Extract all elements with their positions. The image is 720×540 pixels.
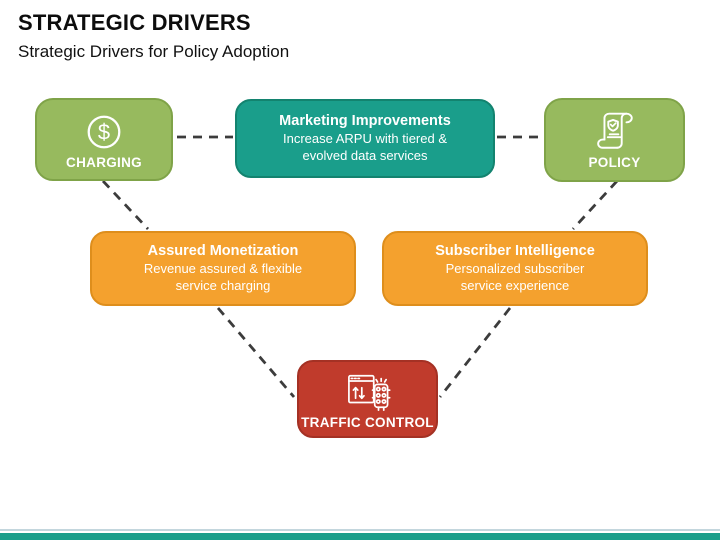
traffic-light-icon [347, 374, 391, 411]
node-assured-monetization[interactable]: Assured Monetization Revenue assured & f… [90, 231, 356, 306]
node-traffic-label: TRAFFIC CONTROL [301, 414, 434, 430]
node-marketing-desc-line1: Increase ARPU with tiered & [282, 131, 448, 147]
node-charging-label: CHARGING [66, 155, 142, 170]
node-subscriber-desc-line2: service experience [460, 277, 570, 293]
dollar-glyph: $ [98, 120, 110, 145]
node-marketing-title: Marketing Improvements [279, 113, 451, 130]
node-marketing-desc-line2: evolved data services [302, 147, 428, 163]
policy-scroll-icon [596, 112, 633, 149]
node-subscriber-title: Subscriber Intelligence [435, 243, 595, 260]
footer-accent-thinline [0, 529, 720, 531]
node-subscriber-intelligence[interactable]: Subscriber Intelligence Personalized sub… [382, 231, 648, 306]
page-subtitle: Strategic Drivers for Policy Adoption [18, 42, 290, 61]
node-traffic-control[interactable]: TRAFFIC CONTROL [297, 360, 438, 438]
node-marketing-improvements[interactable]: Marketing Improvements Increase ARPU wit… [235, 99, 495, 178]
node-assured-desc-line2: service charging [175, 277, 271, 293]
footer-accent-bar [0, 533, 720, 540]
node-subscriber-desc-line1: Personalized subscriber [445, 261, 585, 277]
node-assured-desc-line1: Revenue assured & flexible [143, 261, 303, 277]
node-charging[interactable]: $ CHARGING [35, 98, 173, 181]
dollar-circle-icon: $ [87, 115, 121, 149]
page-title: STRATEGIC DRIVERS [18, 10, 251, 35]
node-policy-label: POLICY [588, 154, 641, 170]
node-policy[interactable]: POLICY [544, 98, 685, 182]
node-assured-title: Assured Monetization [147, 243, 299, 260]
